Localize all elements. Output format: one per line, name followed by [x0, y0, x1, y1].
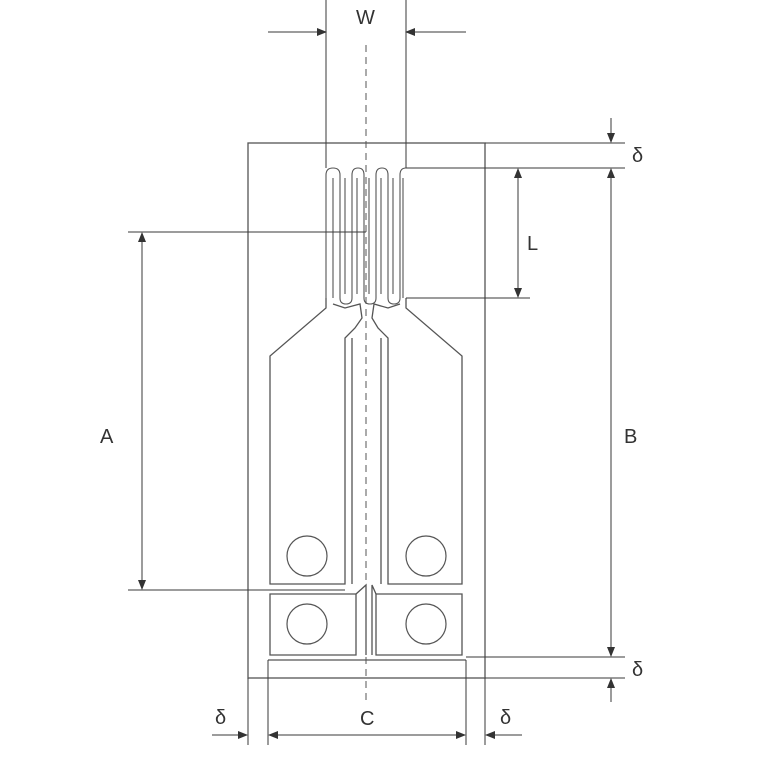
- dimension-a: [128, 231, 366, 591]
- dimension-l: [406, 167, 530, 299]
- label-l: L: [527, 233, 538, 255]
- label-a: A: [100, 426, 114, 448]
- right-solder-pad: [375, 593, 463, 656]
- label-delta-bottom: δ: [632, 659, 643, 681]
- dimension-w: [268, 0, 466, 168]
- left-lead-tab: [269, 298, 363, 585]
- right-lower-pad-circle: [405, 603, 447, 645]
- label-delta-top: δ: [632, 145, 643, 167]
- label-delta-right: δ: [500, 707, 511, 729]
- left-lower-pad-circle: [286, 603, 328, 645]
- dimension-c: [212, 660, 522, 745]
- gauge-grid: [325, 167, 407, 305]
- gauge-backing: [247, 142, 486, 679]
- dimension-b: [406, 118, 625, 702]
- label-c: C: [360, 708, 374, 730]
- label-b: B: [624, 426, 637, 448]
- left-upper-pad-circle: [286, 535, 328, 577]
- right-upper-pad-circle: [405, 535, 447, 577]
- label-delta-left: δ: [215, 707, 226, 729]
- right-lead-tab: [371, 298, 463, 585]
- label-w: W: [356, 7, 375, 29]
- left-solder-pad: [269, 593, 357, 656]
